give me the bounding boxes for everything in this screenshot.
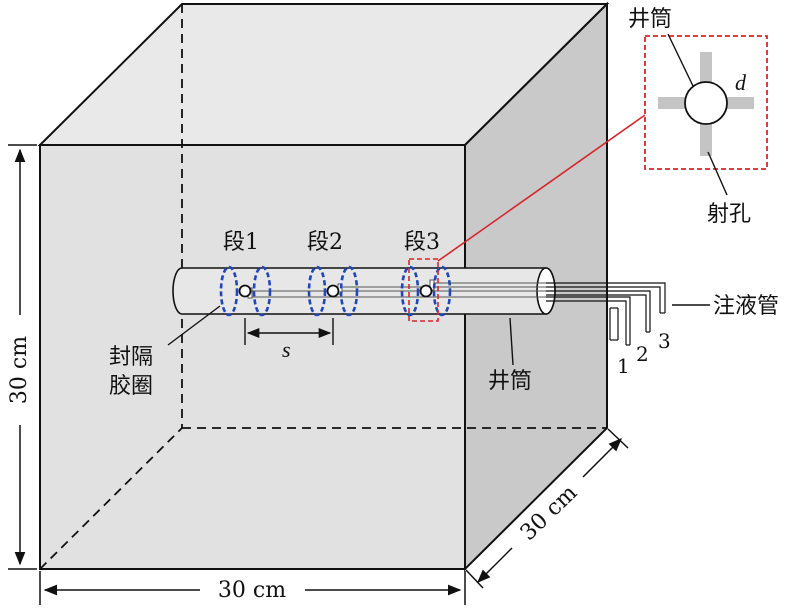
packer-ring <box>307 265 327 317</box>
segment-3-highlight-box <box>408 258 439 322</box>
packer-ring <box>432 265 452 317</box>
perforation-leader <box>707 151 728 196</box>
detail-inset <box>644 35 768 170</box>
spacing-label: s <box>282 337 291 362</box>
perforation-hole <box>238 284 252 298</box>
pipe-2-label: 2 <box>636 342 649 366</box>
detail-wellbore-label: 井筒 <box>628 7 672 32</box>
packer-label-line1: 封隔 <box>109 345 153 370</box>
wellbore-leader <box>509 317 514 366</box>
width-dimension-label: 30 cm <box>218 578 286 603</box>
wellbore-label: 井筒 <box>488 369 532 394</box>
height-dimension-label: 30 cm <box>7 336 32 404</box>
perforation-hole <box>419 284 433 298</box>
packer-ring <box>339 265 359 317</box>
perforation-hole <box>326 284 340 298</box>
wellbore-tube <box>172 267 556 315</box>
cube-hidden-edges <box>39 4 607 570</box>
packer-leader <box>167 305 221 346</box>
perforation-label: 射孔 <box>707 202 751 227</box>
perforation-holes <box>238 284 433 298</box>
pipe-3-label: 3 <box>658 329 671 353</box>
diameter-label: d <box>735 70 747 95</box>
segment-3-label: 段3 <box>404 230 440 255</box>
packer-ring <box>400 265 420 317</box>
packer-rings <box>219 265 452 317</box>
injection-pipe-label: 注液管 <box>713 294 779 319</box>
packer-ring <box>252 265 272 317</box>
detail-callout-line <box>437 114 646 262</box>
segment-2-label: 段2 <box>307 230 343 255</box>
pipe-1-label: 1 <box>617 354 630 378</box>
wellbore-cross-section <box>684 81 728 125</box>
depth-dimension <box>465 428 629 589</box>
height-dimension <box>8 144 37 570</box>
perforation-tunnels <box>658 52 754 156</box>
packer-label-line2: 胶圈 <box>109 374 153 399</box>
segment-1-label: 段1 <box>223 230 259 255</box>
cube-front-face <box>39 144 466 570</box>
spacing-dimension <box>244 318 334 345</box>
detail-wellbore-leader <box>667 33 694 87</box>
packer-ring <box>219 265 239 317</box>
injection-pipes <box>546 282 666 346</box>
width-dimension <box>39 571 466 605</box>
